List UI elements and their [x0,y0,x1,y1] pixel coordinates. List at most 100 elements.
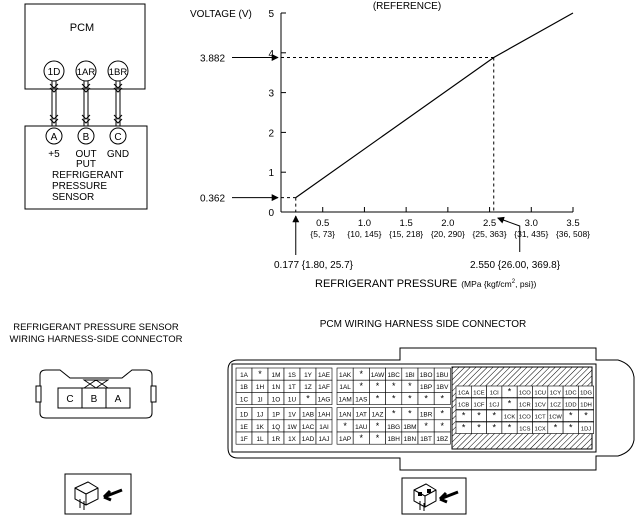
chart-title: (REFERENCE) [373,1,441,12]
pin-cell [315,392,333,405]
pcm-connector-title: PCM WIRING HARNESS SIDE CONNECTOR [320,319,527,330]
sensor-connector-title-1: REFRIGERANT PRESSURE SENSOR [13,322,179,333]
pin-label: 1CK [504,415,515,421]
pin-label: 1K [256,424,265,431]
pin-label: 1O [272,396,281,403]
sensor-pin-b-func: OUT [75,149,96,160]
sensor-name-line-2: PRESSURE [52,181,107,192]
pin-label: 1CO [519,391,531,397]
pin-label: 1R [272,436,281,443]
sensor-pin-b [77,127,95,145]
pin-label: * [492,411,496,421]
sensor-name-line-1: REFRIGERANT [52,170,124,181]
pin-label: 1Q [272,424,281,431]
sensor-connector-pin-b: B [91,394,98,405]
lock-tab-icon [82,379,110,389]
sensor-connector-pin-a: A [115,394,122,405]
y-tick-label: 2 [268,128,274,139]
arrow-icon-2 [438,490,459,504]
pin-label: 1T [288,384,296,391]
sensor-name-line-3: SENSOR [52,192,94,203]
pin-label: 1CW [549,415,562,421]
pcm-pin-1br-label: 1BR [109,67,128,78]
pin-label: * [477,423,481,433]
harness-wires [49,81,123,126]
y-tick-label: 3 [268,89,274,100]
v-high-label: 3.882 [200,53,225,64]
pcm-pin-1d [43,60,65,82]
pcm-box [24,3,146,90]
p-high-label: 2.550 {26.00, 369.8} [470,260,561,271]
pin-label: * [360,369,364,379]
pin-label: 1X [288,436,297,443]
pin-label: 1AZ [372,412,384,419]
sensor-box [24,125,148,210]
pin-label: 1AG [318,396,331,403]
pcm-pin-1ar [75,60,97,82]
pin-label: 1D [240,412,249,419]
x-tick-sublabel: {10, 145} [347,229,381,239]
pin-cell [433,392,451,405]
pin-label: * [441,421,445,431]
pin-label: 1C [240,396,249,403]
x-tick-label: 2.0 [441,218,454,229]
pin-label: 1AF [318,384,330,391]
pin-label: 1AD [302,436,315,443]
pin-label: 1BU [436,372,449,379]
x-tick-sublabel: {36, 508} [556,229,590,239]
pin-label: 1AW [371,372,386,379]
pin-label: * [424,421,428,431]
x-tick-label: 1.5 [400,218,413,229]
pin-label: 1CV [535,403,546,409]
pin-label: * [306,393,310,403]
v-low-label: 0.362 [200,194,225,205]
pin-label: 1BI [405,372,415,379]
pin-label: 1BN [404,436,417,443]
pin-label: * [343,421,347,431]
pin-label: 1BV [436,384,449,391]
pin-label: * [258,369,262,379]
pin-label: 1N [272,384,281,391]
pin-label: * [569,411,573,421]
pin-label: * [392,381,396,391]
y-axis-label: VOLTAGE (V) [190,9,252,20]
x-tick-label: 2.5 [483,218,496,229]
pin-label: 1AT [356,412,367,419]
sensor-pin-c-label: C [114,132,121,143]
pin-label: 1CZ [550,403,561,409]
pin-label: 1CT [535,415,546,421]
x-tick-sublabel: {15, 218} [389,229,423,239]
pin-label: * [376,393,380,403]
pin-label: 1BR [420,412,433,419]
pin-label: 1AU [355,424,368,431]
pin-label: 1DD [565,403,577,409]
pin-label: 1CI [490,391,499,397]
pin-label: * [408,393,412,403]
sensor-pin-b-label: B [83,132,90,143]
pin-cell [315,431,333,445]
pin-label: 1DH [580,403,592,409]
pin-label: 1BG [387,424,400,431]
sensor-pin-a-label: A [51,132,58,143]
pin-cell [578,385,595,398]
pin-label: 1A [240,372,249,379]
voltage-curve [295,12,574,199]
pin-label: 1E [240,424,248,431]
connector-view-icon [64,473,132,515]
pin-label: * [569,423,573,433]
pin-label: 1M [272,372,281,379]
pin-label: * [424,393,428,403]
pin-cell [578,409,595,422]
pin-label: * [376,421,380,431]
pin-label: 1AJ [318,436,329,443]
sensor-connector-title-2: WIRING HARNESS-SIDE CONNECTOR [10,334,183,345]
pin-cell [578,397,595,410]
pin-label: 1BO [420,372,433,379]
pcm-pins: 1D 1AR 1BR [43,60,129,82]
sensor-pin-a [45,127,63,145]
y-tick-label: 5 [268,9,274,20]
pin-label: 1BM [403,424,416,431]
